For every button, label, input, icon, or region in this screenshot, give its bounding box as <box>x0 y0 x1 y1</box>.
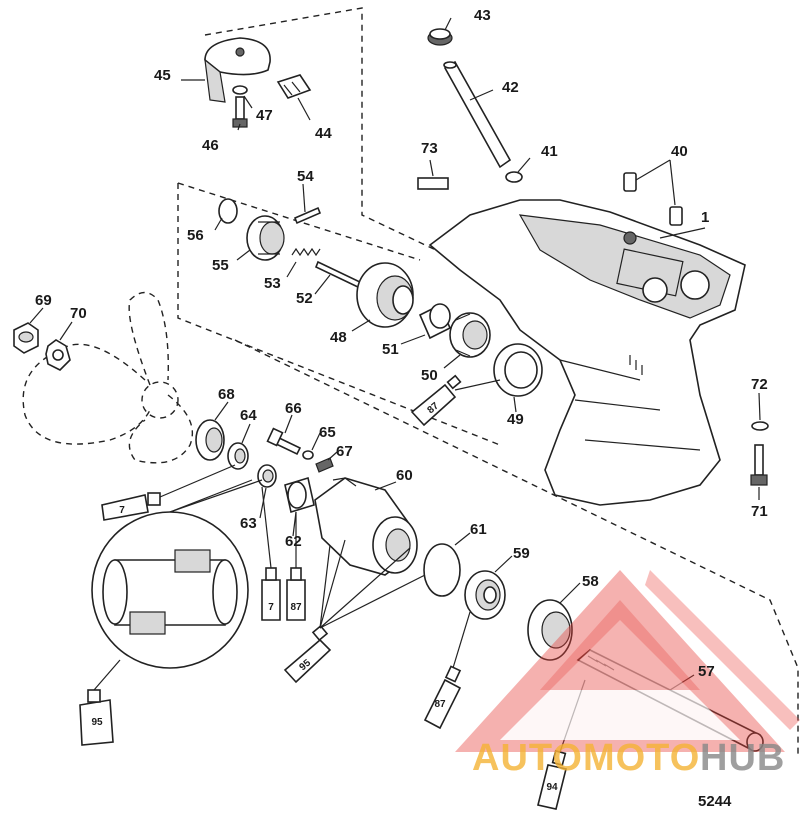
label-part-40: 40 <box>671 143 688 160</box>
label-part-73: 73 <box>421 140 438 157</box>
label-part-61: 61 <box>470 521 487 538</box>
part-72-washer <box>751 421 769 431</box>
part-55-clutch <box>246 215 285 261</box>
label-part-65: 65 <box>319 424 336 441</box>
tube-87-a: 87 <box>410 374 462 427</box>
part-54-pin <box>293 206 322 225</box>
label-part-49: 49 <box>507 411 524 428</box>
part-41-o-ring <box>505 171 523 183</box>
part-47-washer <box>232 85 248 95</box>
label-part-52: 52 <box>296 290 313 307</box>
mid-dashed-frame <box>177 183 501 446</box>
label-part-58: 58 <box>582 573 599 590</box>
bottom-dashed-frame <box>234 339 799 755</box>
svg-text:87: 87 <box>434 699 446 710</box>
label-part-41: 41 <box>541 143 558 160</box>
svg-text:7: 7 <box>268 602 274 613</box>
label-part-66: 66 <box>285 400 302 417</box>
tube-95-a: 95 <box>283 624 332 684</box>
part-53-spring <box>291 247 321 257</box>
tube-7-a: 7 <box>101 492 161 521</box>
part-51-needle-bearing <box>418 303 452 340</box>
part-63-seal <box>257 464 277 488</box>
part-58-forward-gear <box>527 599 573 661</box>
part-66-bolt <box>266 427 302 456</box>
label-part-1: 1 <box>701 209 709 226</box>
tube-95-b: 95 <box>79 689 114 746</box>
part-48-bearing-carrier <box>356 262 414 328</box>
label-part-71: 71 <box>751 503 768 520</box>
watermark-text-hub: HUB <box>700 737 785 779</box>
part-44-clip <box>276 74 312 99</box>
figure-number: 5244 <box>698 793 732 810</box>
label-part-55: 55 <box>212 257 229 274</box>
part-56-o-ring <box>218 198 238 224</box>
label-part-60: 60 <box>396 467 413 484</box>
detail-inset <box>91 479 263 669</box>
label-part-54: 54 <box>297 168 314 185</box>
part-62-needle-bearing <box>284 476 315 514</box>
label-part-56: 56 <box>187 227 204 244</box>
tube-94: 94 <box>537 749 567 810</box>
part-69-nut <box>13 322 39 354</box>
part-45-anode-plate <box>204 37 271 103</box>
svg-text:95: 95 <box>91 717 103 728</box>
part-43-seal <box>427 28 453 46</box>
part-68-thrust-hub <box>195 419 225 461</box>
gearcase-housing <box>428 199 746 506</box>
label-part-62: 62 <box>285 533 302 550</box>
label-part-59: 59 <box>513 545 530 562</box>
part-71-bolt <box>750 444 768 486</box>
part-46-bolt <box>232 96 248 128</box>
svg-text:94: 94 <box>546 782 558 793</box>
label-part-51: 51 <box>382 341 399 358</box>
label-part-43: 43 <box>474 7 491 24</box>
part-73-decal <box>417 177 449 190</box>
label-leader-lines <box>29 17 761 691</box>
tube-87-c: 87 <box>423 665 462 730</box>
label-part-42: 42 <box>502 79 519 96</box>
label-part-50: 50 <box>421 367 438 384</box>
part-60-bearing-carrier <box>314 477 418 576</box>
part-65-washer <box>302 450 314 460</box>
label-part-57: 57 <box>698 663 715 680</box>
part-42-tube <box>443 60 512 169</box>
label-part-63: 63 <box>240 515 257 532</box>
part-61-o-ring <box>423 543 461 597</box>
label-part-44: 44 <box>315 125 332 142</box>
watermark-text-automoto: AUTOMOTO <box>472 737 700 779</box>
automotohub-watermark <box>455 570 800 752</box>
part-59-ball-bearing <box>464 570 506 620</box>
part-49-bearing-cup <box>493 343 543 397</box>
label-part-64: 64 <box>240 407 257 424</box>
svg-text:7: 7 <box>119 505 125 516</box>
label-part-72: 72 <box>751 376 768 393</box>
label-part-68: 68 <box>218 386 235 403</box>
label-part-53: 53 <box>264 275 281 292</box>
part-40-dowel-pins <box>623 172 683 226</box>
label-part-45: 45 <box>154 67 171 84</box>
part-50-tapered-bearing <box>449 312 491 358</box>
propeller-outline <box>22 291 194 464</box>
tube-87-b: 87 <box>286 567 306 621</box>
tube-7-b: 7 <box>261 567 281 621</box>
label-part-70: 70 <box>70 305 87 322</box>
part-labels: 1 40 41 42 43 44 45 46 47 48 49 50 51 52… <box>35 7 768 680</box>
svg-text:87: 87 <box>290 602 302 613</box>
label-part-67: 67 <box>336 443 353 460</box>
label-part-46: 46 <box>202 137 219 154</box>
label-part-47: 47 <box>256 107 273 124</box>
label-part-69: 69 <box>35 292 52 309</box>
label-part-48: 48 <box>330 329 347 346</box>
part-64-seal <box>227 442 249 470</box>
part-70-tab-washer <box>45 339 71 371</box>
part-67-spring <box>315 457 334 473</box>
